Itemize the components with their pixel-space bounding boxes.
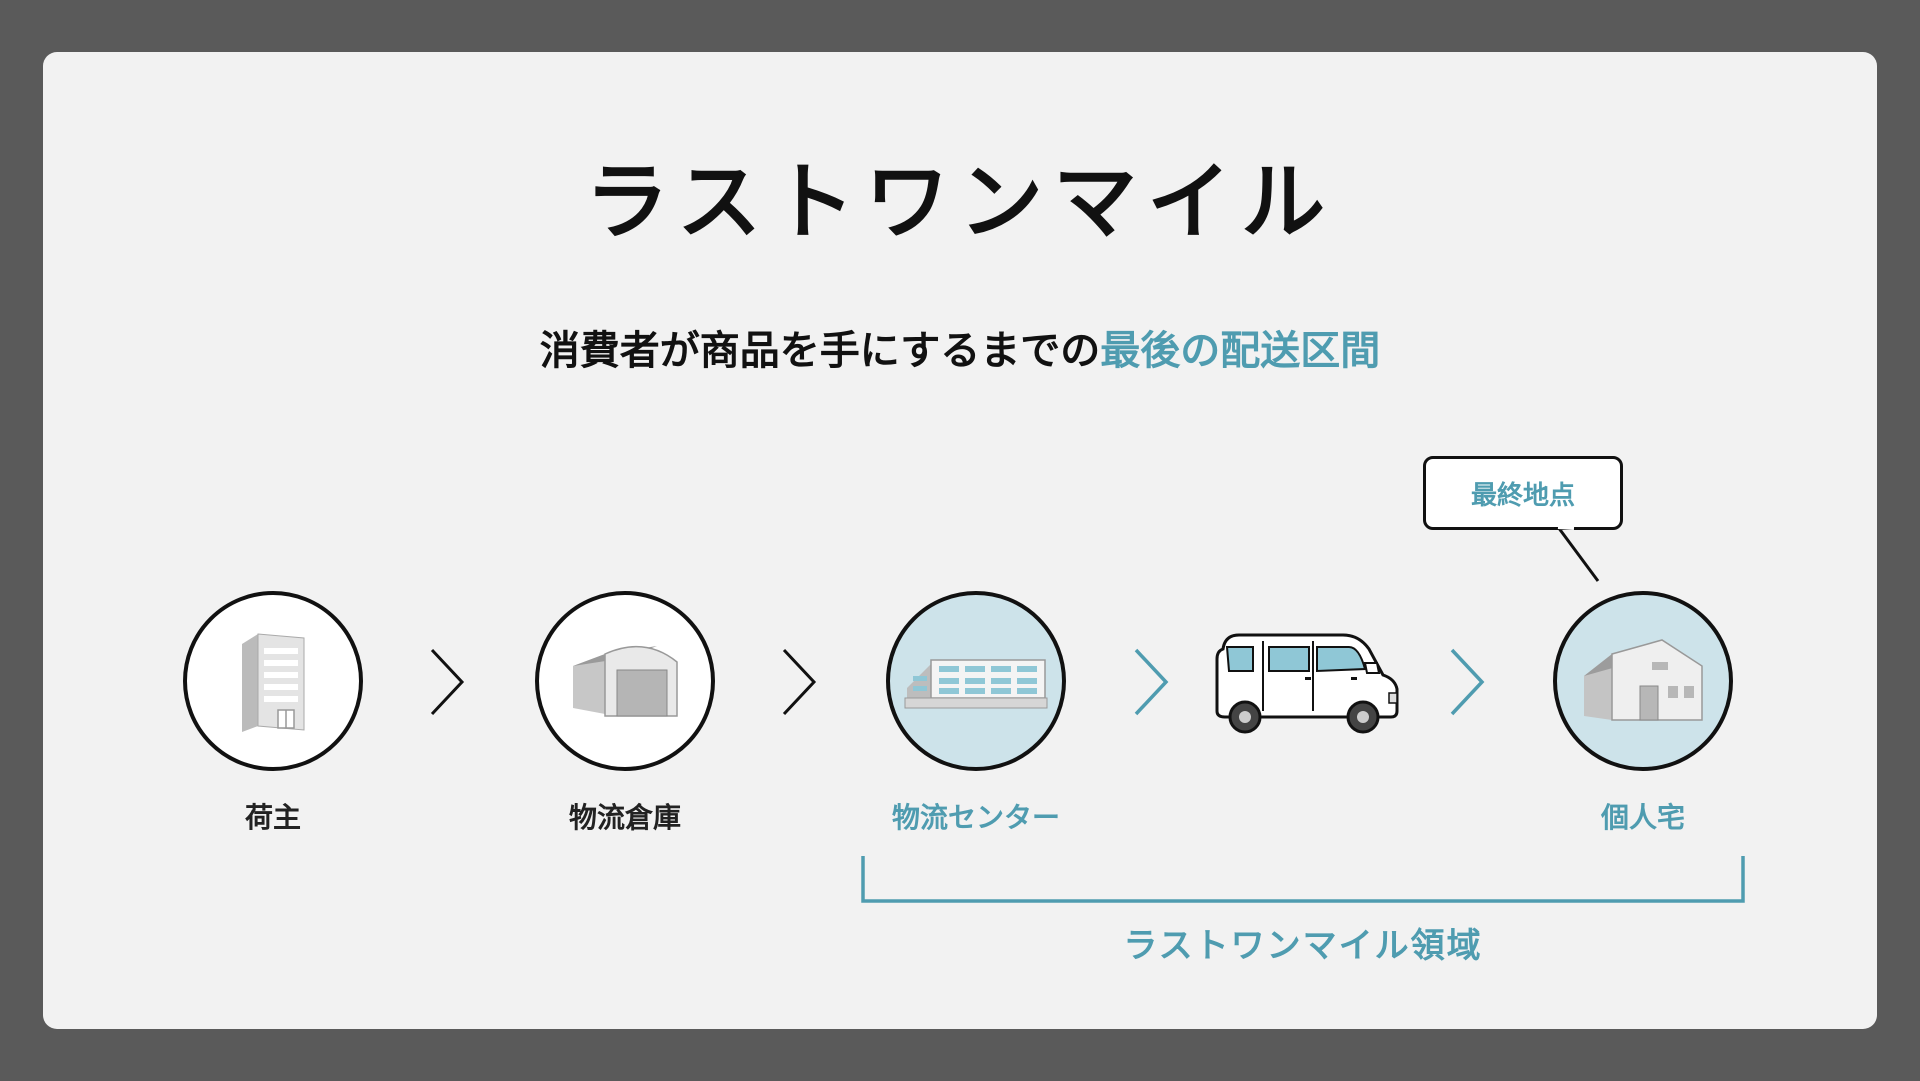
arrow-right-icon	[430, 648, 465, 716]
node-label-warehouse: 物流倉庫	[568, 801, 681, 834]
range-bracket	[861, 856, 1745, 903]
slide-title: ラストワンマイル	[584, 153, 1336, 251]
delivery-van-icon	[1215, 633, 1399, 734]
warehouse-icon	[573, 645, 678, 717]
house-icon	[1584, 639, 1703, 721]
node-label-shipper: 荷主	[244, 801, 301, 834]
node-label-house: 個人宅	[1600, 801, 1685, 834]
subtitle-text: 消費者が商品を手にするまでの	[539, 328, 1101, 374]
node-distribution-center	[886, 591, 1066, 771]
final-point-callout: 最終地点	[1423, 456, 1623, 530]
arrow-right-icon	[1450, 648, 1485, 716]
node-label-distribution-center: 物流センター	[891, 801, 1060, 834]
node-shipper	[183, 591, 363, 771]
node-house	[1553, 591, 1733, 771]
callout-tail	[1556, 527, 1600, 582]
slide-card	[43, 52, 1877, 1029]
range-label: ラストワンマイル領域	[1123, 926, 1483, 966]
subtitle-highlight: 最後の配送区間	[1100, 328, 1381, 374]
arrow-right-icon	[1134, 648, 1169, 716]
arrow-right-icon	[782, 648, 817, 716]
node-warehouse	[535, 591, 715, 771]
distribution-center-icon	[904, 659, 1048, 709]
slide-subtitle: 消費者が商品を手にするまでの最後の配送区間	[0, 318, 1920, 376]
office-building-icon	[242, 633, 305, 732]
